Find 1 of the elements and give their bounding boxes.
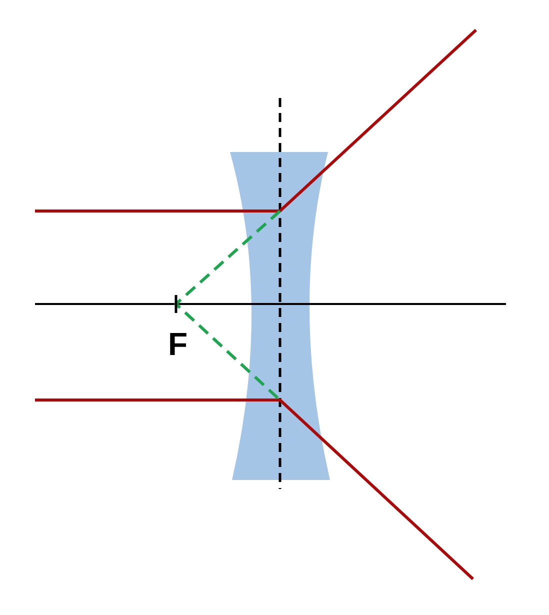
focal-point-label: F [168, 328, 188, 360]
